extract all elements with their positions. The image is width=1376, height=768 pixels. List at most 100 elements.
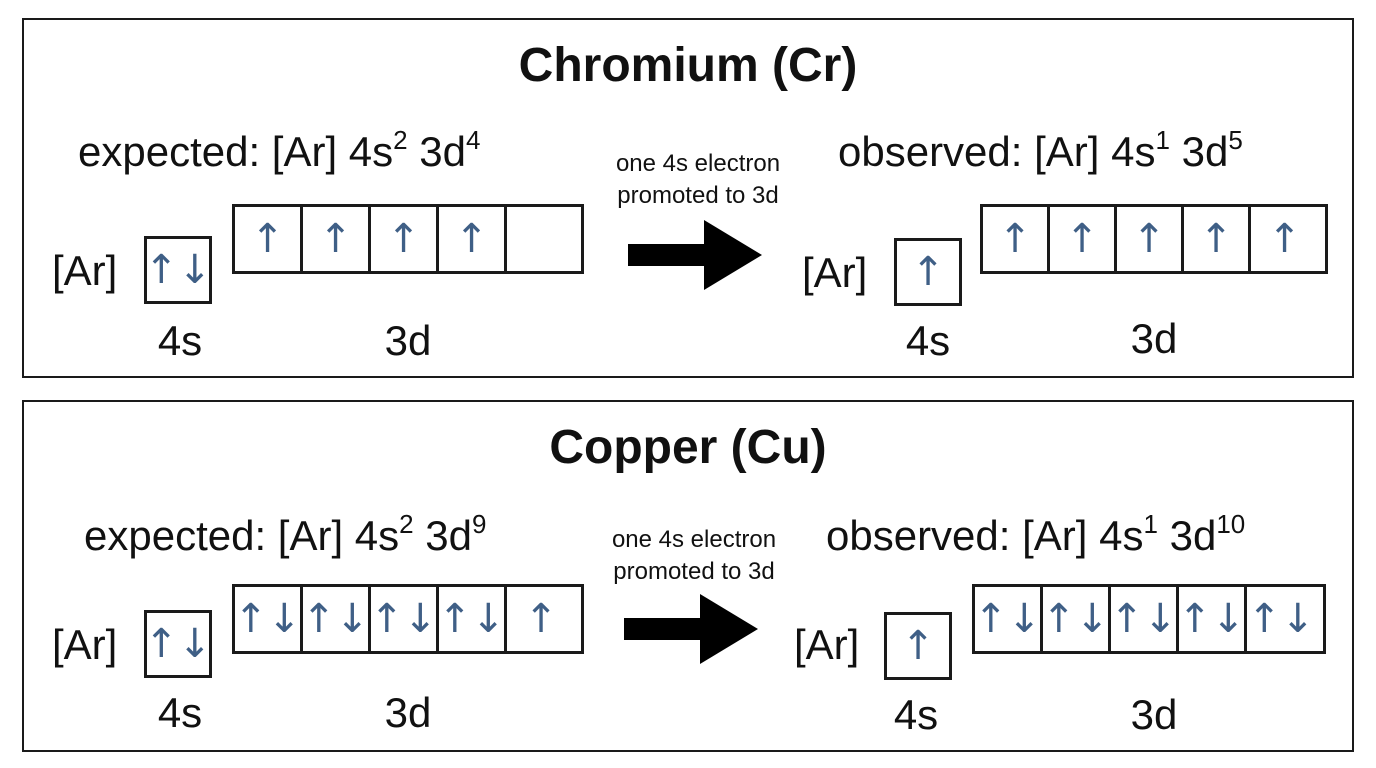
s-superscript: 1: [1143, 509, 1158, 539]
spin-up-arrow-icon: ↑: [1109, 596, 1144, 642]
right-arrow-icon: [628, 220, 762, 290]
electron-pair: ↑↓: [1247, 599, 1314, 639]
orbital-3d-cell: ↑: [983, 207, 1050, 271]
electron-pair: ↑↓: [1042, 599, 1109, 639]
spin-up-arrow-icon: ↑: [250, 216, 285, 262]
note-line: promoted to 3d: [617, 182, 779, 209]
spin-up-arrow-icon: ↑: [901, 623, 935, 669]
spin-down-arrow-icon: ↓: [1211, 596, 1246, 642]
spin-down-arrow-icon: ↓: [471, 596, 506, 642]
spin-down-arrow-icon: ↓: [1075, 596, 1110, 642]
orbital-3d-row: ↑↓↑↓↑↓↑↓↑↓: [972, 584, 1326, 654]
orbital-3d-cell: ↑↓: [370, 587, 439, 651]
note-line: one 4s electron: [611, 526, 777, 553]
spin-up-arrow-icon: ↑: [437, 596, 472, 642]
expected-configuration: expected: [Ar] 4s2 3d4: [78, 126, 481, 178]
orbital-4s-box: ↑: [894, 238, 962, 306]
spin-up-arrow-icon: ↑: [1065, 216, 1099, 262]
electron-pair: ↑↓: [302, 599, 369, 639]
orbital-3d-cell: ↑↓: [1110, 587, 1179, 651]
spin-up-arrow-icon: ↑: [973, 596, 1008, 642]
orbital-3d-label: 3d: [384, 689, 432, 736]
orbital-3d-cell: ↑↓: [234, 587, 303, 651]
observed-configuration: observed: [Ar] 4s1 3d10: [826, 510, 1245, 562]
orbital-3d-cell: ↑↓: [1247, 587, 1315, 651]
d-superscript: 9: [472, 509, 487, 539]
orbital-4s-label: 4s: [157, 317, 203, 364]
chromium-panel: Chromium (Cr) expected: [Ar] 4s2 3d4 obs…: [22, 18, 1354, 378]
config-text: 3d: [1157, 512, 1217, 559]
spin-up-arrow-icon: ↑: [1041, 596, 1076, 642]
orbital-3d-row: ↑ ↑ ↑ ↑ ↑: [980, 204, 1328, 274]
orbital-3d-cell: ↑: [303, 207, 371, 271]
observed-configuration: observed: [Ar] 4s1 3d5: [838, 126, 1243, 178]
orbital-4s-box: ↑↓: [144, 236, 212, 304]
config-text: observed: [Ar] 4s: [838, 128, 1156, 175]
spin-up-arrow-icon: ↑: [524, 596, 558, 642]
panel-title: Chromium (Cr): [518, 39, 858, 92]
orbital-4s-box: ↑↓: [144, 610, 212, 678]
electron-pair: ↑↓: [144, 250, 211, 290]
promotion-note: one 4s electron promoted to 3d: [574, 524, 814, 588]
spin-down-arrow-icon: ↓: [335, 596, 370, 642]
config-text: 3d: [413, 512, 473, 559]
d-superscript: 10: [1216, 509, 1246, 539]
panel-title: Copper (Cu): [549, 421, 827, 474]
config-text: 3d: [1169, 128, 1229, 175]
orbital-3d-cell: ↑: [1251, 207, 1318, 271]
right-arrow-icon: [624, 594, 758, 664]
spin-up-arrow-icon: ↑: [911, 249, 945, 295]
spin-down-arrow-icon: ↓: [178, 247, 212, 293]
spin-up-arrow-icon: ↑: [998, 216, 1032, 262]
spin-down-arrow-icon: ↓: [178, 621, 212, 667]
spin-up-arrow-icon: ↑: [301, 596, 336, 642]
orbital-3d-cell: ↑: [507, 587, 575, 651]
spin-up-arrow-icon: ↑: [1132, 216, 1166, 262]
electron-pair: ↑↓: [1110, 599, 1177, 639]
spin-up-arrow-icon: ↑: [1247, 596, 1281, 642]
orbital-3d-cell: ↑↓: [438, 587, 507, 651]
expected-configuration: expected: [Ar] 4s2 3d9: [84, 510, 487, 562]
spin-up-arrow-icon: ↑: [1267, 216, 1302, 262]
orbital-3d-cell: ↑: [1050, 207, 1117, 271]
d-superscript: 5: [1228, 125, 1243, 155]
orbital-3d-cell: ↑↓: [1042, 587, 1111, 651]
orbital-3d-cell: ↑: [1184, 207, 1251, 271]
orbital-3d-cell: ↑: [439, 207, 507, 271]
spin-up-arrow-icon: ↑: [454, 216, 489, 262]
spin-down-arrow-icon: ↓: [1143, 596, 1178, 642]
spin-up-arrow-icon: ↑: [1177, 596, 1212, 642]
argon-core-label: [Ar]: [794, 621, 860, 668]
spin-up-arrow-icon: ↑: [1199, 216, 1233, 262]
electron-pair: ↑↓: [370, 599, 437, 639]
spin-down-arrow-icon: ↓: [267, 596, 302, 642]
s-superscript: 2: [393, 125, 408, 155]
electron-pair: ↑↓: [1178, 599, 1245, 639]
orbital-3d-label: 3d: [1130, 691, 1178, 738]
config-text: expected: [Ar] 4s: [78, 128, 394, 175]
orbital-3d-cell: ↑: [1117, 207, 1184, 271]
orbital-3d-cell: ↑↓: [302, 587, 371, 651]
orbital-4s-box: ↑: [884, 612, 952, 680]
electron-pair: ↑↓: [438, 599, 505, 639]
orbital-3d-row: ↑↓↑↓↑↓↑↓↑: [232, 584, 584, 654]
orbital-3d-row: ↑↑↑↑: [232, 204, 584, 274]
orbital-3d-label: 3d: [1130, 315, 1178, 362]
copper-panel: Copper (Cu) expected: [Ar] 4s2 3d9 obser…: [22, 400, 1354, 752]
spin-up-arrow-icon: ↑: [144, 621, 178, 667]
spin-up-arrow-icon: ↑: [369, 596, 404, 642]
s-superscript: 2: [399, 509, 414, 539]
argon-core-label: [Ar]: [52, 247, 118, 294]
orbital-4s-label: 4s: [893, 691, 939, 738]
spin-down-arrow-icon: ↓: [1007, 596, 1042, 642]
note-line: one 4s electron: [615, 150, 781, 177]
spin-up-arrow-icon: ↑: [233, 596, 268, 642]
orbital-4s-label: 4s: [157, 689, 203, 736]
d-superscript: 4: [466, 125, 481, 155]
s-superscript: 1: [1155, 125, 1170, 155]
electron-pair: ↑↓: [234, 599, 301, 639]
orbital-3d-cell: ↑↓: [973, 587, 1043, 651]
spin-up-arrow-icon: ↑: [318, 216, 353, 262]
argon-core-label: [Ar]: [802, 249, 868, 296]
note-line: promoted to 3d: [613, 558, 775, 585]
